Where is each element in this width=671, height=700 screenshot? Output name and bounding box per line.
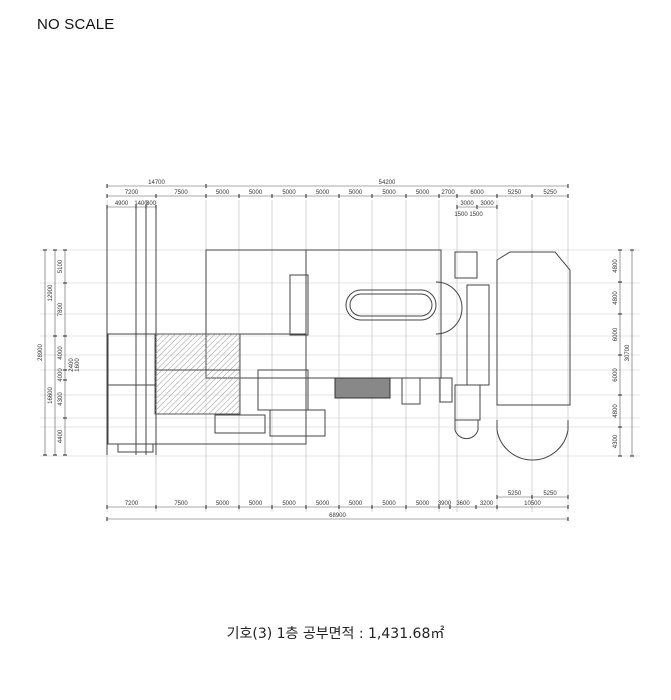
scale-note: NO SCALE bbox=[37, 16, 115, 33]
bottom-upper-dimension: 5250 bbox=[543, 491, 557, 497]
left-middle-dimension: 12900 bbox=[48, 284, 54, 301]
top-grid-dimension: 5000 bbox=[416, 190, 430, 196]
bottom-grid-dimension: 5000 bbox=[382, 501, 396, 507]
left-inner-dimension: 4000 bbox=[58, 368, 64, 382]
stair-core bbox=[257, 369, 309, 411]
right-inner-dimension: 4800 bbox=[613, 291, 619, 305]
top-grid-dimension: 5000 bbox=[316, 190, 330, 196]
bottom-grid-dimension: 5000 bbox=[349, 501, 363, 507]
top-overall-dimension: 54200 bbox=[379, 180, 396, 186]
top-grid-dimension: 7500 bbox=[174, 190, 188, 196]
top-grid-dimension: 5000 bbox=[382, 190, 396, 196]
auditorium bbox=[496, 251, 571, 406]
bottom-grid-dimension: 3200 bbox=[480, 501, 494, 507]
top-grid-dimension: 5250 bbox=[508, 190, 522, 196]
top-sub-dimension: 1500 bbox=[469, 212, 483, 218]
top-overall-dimension: 14700 bbox=[148, 180, 165, 186]
top-grid-dimension: 7200 bbox=[125, 190, 139, 196]
right-inner-dimension: 6000 bbox=[613, 368, 619, 382]
top-grid-dimension: 2700 bbox=[441, 190, 455, 196]
left-inner-dimension: 7800 bbox=[58, 302, 64, 316]
left-inner-dimension: 4300 bbox=[58, 392, 64, 406]
grid-lines bbox=[40, 200, 640, 512]
left-inner-dimension: 4400 bbox=[58, 429, 64, 443]
bottom-grid-dimension: 5000 bbox=[416, 501, 430, 507]
main-hall bbox=[205, 249, 442, 379]
left-inner-dimension: 5100 bbox=[58, 259, 64, 273]
right-inner-dimension: 6000 bbox=[613, 327, 619, 341]
top-grid-dimension: 5000 bbox=[349, 190, 363, 196]
bottom-grid-dimension: 10500 bbox=[524, 501, 541, 507]
left-inner-dimension: 2400 bbox=[69, 358, 75, 372]
left-inner-dimension: 1600 bbox=[75, 358, 81, 372]
right-outer-dimension: 30700 bbox=[625, 344, 631, 361]
left-middle-dimension: 16600 bbox=[48, 386, 54, 403]
top-grid-dimension: 5250 bbox=[543, 190, 557, 196]
building-outline bbox=[107, 249, 571, 461]
bottom-overall-dimension: 68900 bbox=[329, 513, 346, 519]
left-outer-dimension: 28900 bbox=[38, 343, 44, 360]
bottom-grid-dimension: 5000 bbox=[216, 501, 230, 507]
bottom-grid-dimension: 5000 bbox=[316, 501, 330, 507]
top-grid-dimension: 6000 bbox=[470, 190, 484, 196]
top-sub-dimension: 1400 bbox=[134, 201, 148, 207]
top-sub-dimension: 1500 bbox=[454, 212, 468, 218]
bottom-grid-dimension: 7500 bbox=[174, 501, 188, 507]
caption: 기호(3) 1층 공부면적 : 1,431.68㎡ bbox=[226, 626, 445, 642]
top-grid-dimension: 5000 bbox=[216, 190, 230, 196]
stair-block bbox=[334, 377, 391, 399]
bottom-grid-dimension: 5000 bbox=[282, 501, 296, 507]
top-grid-dimension: 5000 bbox=[282, 190, 296, 196]
right-inner-dimension: 4800 bbox=[613, 404, 619, 418]
bottom-grid-dimension: 3900 bbox=[438, 501, 452, 507]
top-sub-dimension: 3000 bbox=[480, 201, 494, 207]
round-lobby bbox=[496, 420, 569, 461]
bottom-grid-dimension: 7200 bbox=[125, 501, 139, 507]
top-sub-dimension: 3000 bbox=[460, 201, 474, 207]
bottom-upper-dimension: 5250 bbox=[508, 491, 522, 497]
bottom-grid-dimension: 3600 bbox=[456, 501, 470, 507]
hatched-area bbox=[154, 333, 241, 415]
left-inner-dimension: 4000 bbox=[58, 346, 64, 360]
right-inner-dimension: 4300 bbox=[613, 434, 619, 448]
dimension-lines: 14700 54200 7200 7500 5000 5000 5000 5000 5000 50… bbox=[38, 180, 634, 521]
top-sub-dimension: 4900 bbox=[115, 201, 129, 207]
top-grid-dimension: 5000 bbox=[249, 190, 263, 196]
bottom-grid-dimension: 5000 bbox=[249, 501, 263, 507]
top-sub-dimension: 800 bbox=[146, 201, 157, 207]
track-room bbox=[345, 289, 437, 321]
right-inner-dimension: 4800 bbox=[613, 259, 619, 273]
